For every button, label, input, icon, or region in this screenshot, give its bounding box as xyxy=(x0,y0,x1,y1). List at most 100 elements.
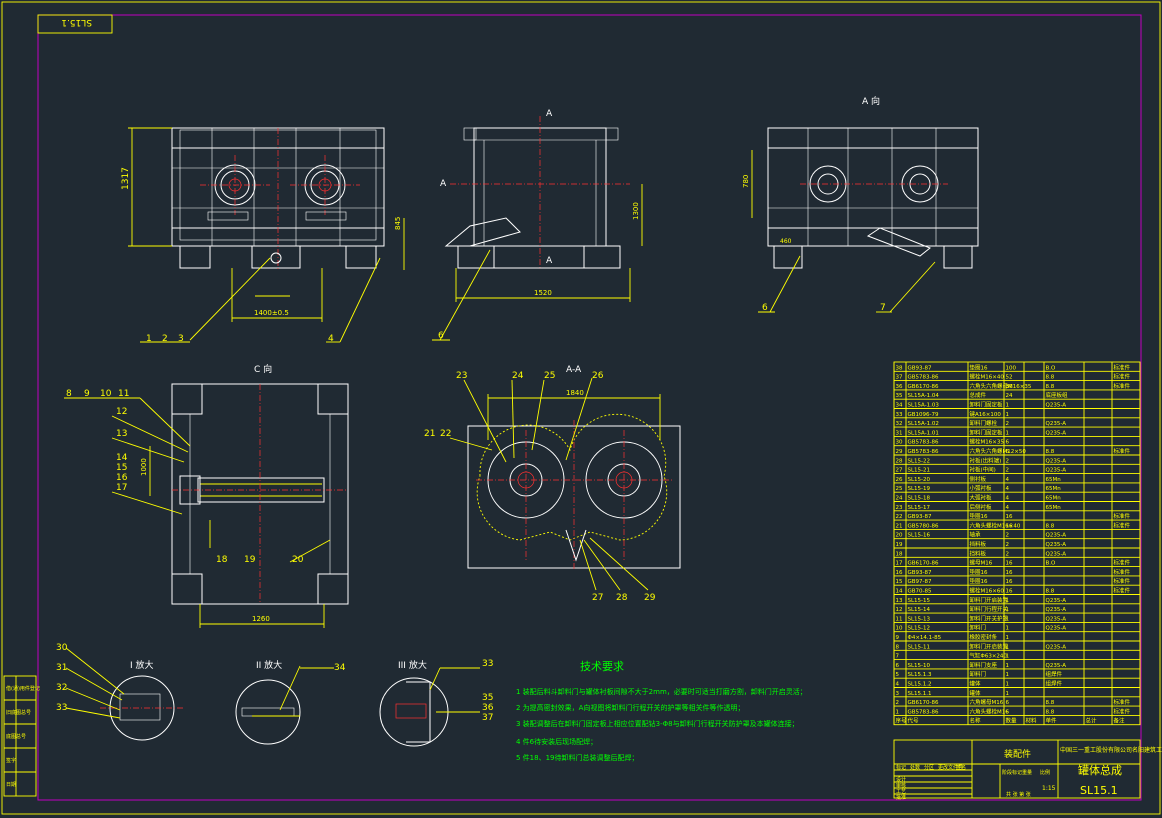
svg-text:阶段标记: 阶段标记 xyxy=(1002,769,1022,776)
bom-header-cell: 总计 xyxy=(1086,717,1098,725)
bom-cell: Q235-A xyxy=(1046,644,1067,650)
bom-cell: Q235-A xyxy=(1046,533,1067,539)
bom-cell: GB6170-86 xyxy=(908,561,940,567)
bom-cell: SL15.1.2 xyxy=(908,682,932,688)
tech-item: 4 件6待安装后现场配焊； xyxy=(516,737,597,746)
svg-text:2: 2 xyxy=(162,334,168,344)
bom-cell: 1 xyxy=(896,709,900,715)
bom-header-cell: 名称 xyxy=(970,717,982,725)
bom-cell: 20 xyxy=(896,533,903,539)
bom-cell: 垫圈16 xyxy=(970,363,988,371)
bom-cell: GB5783-86 xyxy=(908,449,940,455)
svg-text:9: 9 xyxy=(84,389,90,399)
svg-text:24: 24 xyxy=(512,371,524,381)
bom-cell: Q235-A xyxy=(1046,458,1067,464)
bom-cell: 2 xyxy=(1006,542,1010,548)
svg-text:30: 30 xyxy=(56,643,68,653)
bom-cell: 组焊件 xyxy=(1046,680,1063,688)
bom-cell: 38 xyxy=(896,365,903,371)
bom-cell: 36 xyxy=(896,384,903,390)
bom-cell: 36 xyxy=(1006,384,1013,390)
bom-cell: 22 xyxy=(896,514,903,520)
bom-cell: Q235-A xyxy=(1046,421,1067,427)
svg-text:11: 11 xyxy=(118,389,129,399)
bom-cell: SL15A-1.04 xyxy=(908,393,940,399)
svg-text:共 张 第 张: 共 张 第 张 xyxy=(1006,791,1031,798)
bom-cell: 37 xyxy=(896,375,903,381)
bom-cell: 31 xyxy=(896,430,903,436)
svg-text:15: 15 xyxy=(116,463,127,473)
svg-text:34: 34 xyxy=(334,663,346,673)
svg-text:A: A xyxy=(546,256,553,266)
bom-cell: 标准件 xyxy=(1114,373,1131,381)
side-view: 1520 1300 A A A xyxy=(440,109,643,302)
detail-2-circle xyxy=(235,679,301,745)
bom-cell: 65Mn xyxy=(1046,496,1062,502)
bom-cell: 8.8 xyxy=(1046,449,1055,455)
bom-cell: 6 xyxy=(1006,709,1010,715)
svg-text:A: A xyxy=(440,179,447,189)
bom-cell: 垫圈16 xyxy=(970,577,988,585)
svg-text:设计: 设计 xyxy=(896,776,906,783)
svg-text:19: 19 xyxy=(244,555,256,565)
svg-text:33: 33 xyxy=(56,703,67,713)
bom-cell: 16 xyxy=(896,570,903,576)
bom-cell: 1 xyxy=(1006,644,1010,650)
bom-cell: 垫圈16 xyxy=(970,512,988,520)
bom-cell: 螺栓M16×60 xyxy=(970,587,1005,595)
bom-cell: 标准件 xyxy=(1114,577,1131,585)
bom-cell: 16 xyxy=(1006,570,1013,576)
bom-cell: 8.8 xyxy=(1046,589,1055,595)
svg-text:20: 20 xyxy=(292,555,304,565)
svg-text:28: 28 xyxy=(616,593,628,603)
bom-cell: Q235-A xyxy=(1046,598,1067,604)
svg-text:1: 1 xyxy=(146,334,152,344)
bom-cell: 26 xyxy=(896,477,903,483)
bom-cell: SL15.1.1 xyxy=(908,691,932,697)
svg-text:分区: 分区 xyxy=(924,764,934,771)
svg-text:日期: 日期 xyxy=(6,782,16,788)
bom-cell: 键A16×100 xyxy=(970,410,1002,418)
bom-cell: 4 xyxy=(1006,496,1010,502)
bom-cell: Q235-A xyxy=(1046,551,1067,557)
bom-cell: 六角头六角螺M12×50 xyxy=(970,447,1027,455)
bom-header-cell: 材料 xyxy=(1026,717,1038,725)
bom-cell: 卸料门固定板 xyxy=(970,401,1004,409)
bom-cell: 28 xyxy=(896,458,903,464)
bom-cell: 1 xyxy=(1006,626,1010,632)
bom-cell: GB5780-86 xyxy=(908,523,940,529)
svg-text:13: 13 xyxy=(116,429,127,439)
bom-cell: SL15-17 xyxy=(908,505,931,511)
bom-header-cell: 代号 xyxy=(908,717,920,725)
tech-item: 5 件18、19待卸料门总装调整后配焊； xyxy=(516,753,639,762)
svg-text:16: 16 xyxy=(116,473,128,483)
bom-cell: 14 xyxy=(896,589,903,595)
bom-cell: 2 xyxy=(896,700,900,706)
bom-cell: 卸料门螺栓 xyxy=(970,419,998,427)
dim-side-width: 1520 xyxy=(534,289,552,297)
bom-cell: 21 xyxy=(896,523,903,529)
bom-cell: 1 xyxy=(1006,663,1010,669)
bom-cell: 标准件 xyxy=(1114,521,1131,529)
bom-cell: GB93-87 xyxy=(908,365,933,371)
bom-cell: 总成件 xyxy=(970,391,987,399)
bom-cell: 标准件 xyxy=(1114,382,1131,390)
bom-cell: 7 xyxy=(896,654,900,660)
bom-cell: 52 xyxy=(1006,375,1013,381)
dim-front-height: 1317 xyxy=(121,167,131,190)
bom-cell: 3 xyxy=(896,691,900,697)
svg-text:14: 14 xyxy=(116,453,128,463)
bom-cell: 六角螺母M16 xyxy=(970,698,1004,706)
bom-cell: GB97-87 xyxy=(908,579,933,585)
svg-text:4: 4 xyxy=(328,334,334,344)
svg-text:更改文件号: 更改文件号 xyxy=(938,764,963,771)
bom-cell: 19 xyxy=(896,542,903,548)
left-strip: 借(通)用件登记 旧底图总号 底图总号 签字 日期 xyxy=(3,675,40,797)
bom-cell: 65Mn xyxy=(1046,486,1062,492)
bom-cell: 5 xyxy=(896,672,900,678)
bom-cell: 罐体 xyxy=(970,680,982,688)
svg-text:比例: 比例 xyxy=(1040,769,1050,776)
bom-cell: 标准件 xyxy=(1114,559,1131,567)
svg-text:批准: 批准 xyxy=(896,794,906,801)
